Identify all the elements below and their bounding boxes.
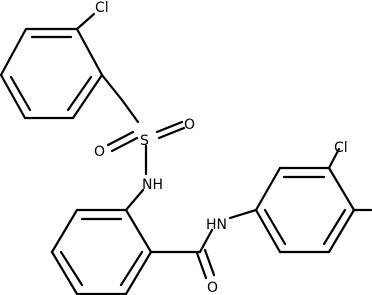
bond-nh-ring (228, 208, 258, 220)
bond-ring-ch2 (100, 73, 124, 102)
atom-o-carbonyl: O (207, 280, 218, 295)
atom-hn-amide: HN (206, 217, 227, 233)
atom-s: S (140, 133, 149, 149)
carbonyl-double-bond (195, 248, 216, 280)
atom-cl-right: Cl (334, 140, 348, 156)
atom-o-right: O (184, 117, 195, 133)
bond-carbonyl-nh (198, 228, 214, 254)
atom-nh-sulfonamide: NH (142, 177, 163, 193)
chlorophenyl-ring (0, 27, 104, 120)
benzamide-ring (50, 208, 153, 295)
atom-o-left: O (94, 144, 105, 160)
chloromethylphenyl-ring (254, 166, 356, 254)
bond-ch2-s (120, 98, 140, 124)
bond-c-cl-top (75, 12, 96, 31)
bond-c-cl-right (327, 147, 341, 170)
sulfonyl-oxygens (106, 120, 186, 153)
atom-cl-top: Cl (95, 0, 109, 16)
bond-n-ring (124, 188, 145, 212)
